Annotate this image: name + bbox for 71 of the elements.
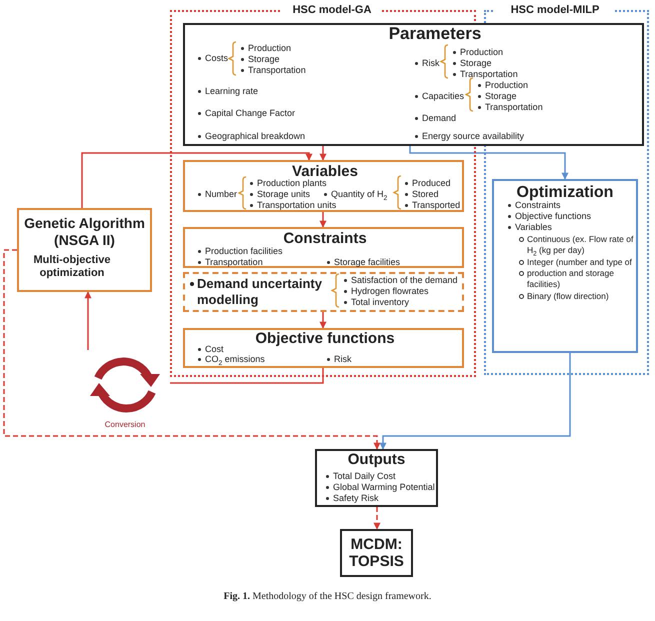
bullet-item: Risk xyxy=(326,354,352,365)
bullet-item: Constraints xyxy=(507,200,561,211)
arrow xyxy=(81,152,312,208)
bullet-item: Storage xyxy=(452,58,492,69)
node-title: Outputs xyxy=(346,451,406,468)
process-box xyxy=(17,208,152,292)
node-title: Variables xyxy=(292,163,359,180)
bullet-item: Transportation xyxy=(197,257,263,268)
arrow xyxy=(3,249,380,450)
bullet-item: Capital Change Factor xyxy=(197,108,296,119)
bullet-item: Transportation xyxy=(477,102,543,113)
node-title: Parameters xyxy=(388,25,482,42)
parameters-box xyxy=(183,23,644,146)
bullet-item: Production facilities xyxy=(197,246,283,257)
arrow xyxy=(380,353,571,450)
bullet-item: Storage units xyxy=(249,189,310,200)
bullet-item: Variables xyxy=(507,222,552,233)
arrow xyxy=(320,212,326,228)
step-label: Conversion xyxy=(104,419,146,430)
process-box xyxy=(183,328,464,368)
bullet-item: Production xyxy=(477,80,528,91)
bullet-item: Transportation units xyxy=(249,200,336,211)
bullet-item: production and storage facilities) xyxy=(519,268,635,290)
arrow xyxy=(374,507,380,530)
bullet-item: Production xyxy=(452,47,504,58)
bullet-item: Production plants xyxy=(249,178,327,189)
connector-line xyxy=(170,368,324,384)
bullet-item: Quantity of H$_{2}$ xyxy=(323,189,388,200)
bullet-item: Cost xyxy=(197,344,224,355)
bullet-item: Safety Risk xyxy=(325,493,379,504)
node-subtitle: Multi-objective optimization xyxy=(32,254,112,280)
bullet-item: Integer (number and type of xyxy=(519,257,637,268)
bullet-item: Objective functions xyxy=(507,211,592,222)
bullet-item: Energy source availability xyxy=(414,131,524,142)
bullet-item: Risk xyxy=(414,58,440,69)
bullet-item: Binary (flow direction) xyxy=(519,291,609,302)
bullet-item: Number xyxy=(197,189,238,200)
bullet-item: Costs xyxy=(197,53,228,64)
bullet-item: Storage xyxy=(240,54,280,65)
arrow xyxy=(409,146,568,180)
node-title: Constraints xyxy=(282,230,368,247)
bullet-item: Produced xyxy=(404,178,451,189)
bullet-item: Geographical breakdown xyxy=(197,131,306,142)
bullet-item: Transportation xyxy=(240,65,306,76)
bullet-item: Demand xyxy=(414,113,456,124)
result-box xyxy=(340,529,413,577)
arrow xyxy=(320,312,326,329)
bullet-item: Stored xyxy=(404,189,439,200)
caption: Fig. 1. Methodology of the HSC design framework. xyxy=(222,591,432,602)
bullet-item: Continuous (ex. Flow rate of H$_{2}$ (kg per day) xyxy=(519,234,635,256)
node-title: MCDM: TOPSIS xyxy=(348,536,405,570)
output-box xyxy=(315,449,438,507)
bullet-item: Production xyxy=(240,43,292,54)
arrow xyxy=(84,291,92,350)
bullet-item: Total Daily Cost xyxy=(325,471,396,482)
bullet-item: Global Warming Potential xyxy=(325,482,435,493)
dashed-process-box xyxy=(183,272,464,312)
node-title: Optimization xyxy=(516,184,614,201)
node-title: Objective functions xyxy=(254,330,396,347)
arrow xyxy=(320,146,326,161)
bullet-item: Capacities xyxy=(414,91,464,102)
bullet-item: Transportation xyxy=(452,69,518,80)
process-box xyxy=(492,179,638,353)
node-title: Genetic Algorithm (NSGA II) xyxy=(23,215,146,249)
process-box xyxy=(183,160,464,212)
bullet-item: CO$_{2}$ emissions xyxy=(197,354,265,365)
process-box xyxy=(183,227,464,268)
bullet-item: Storage facilities xyxy=(326,257,400,268)
bullet-item: Learning rate xyxy=(197,86,258,97)
bullet-item: Storage xyxy=(477,91,517,102)
bullet-item: Transported xyxy=(404,200,460,211)
